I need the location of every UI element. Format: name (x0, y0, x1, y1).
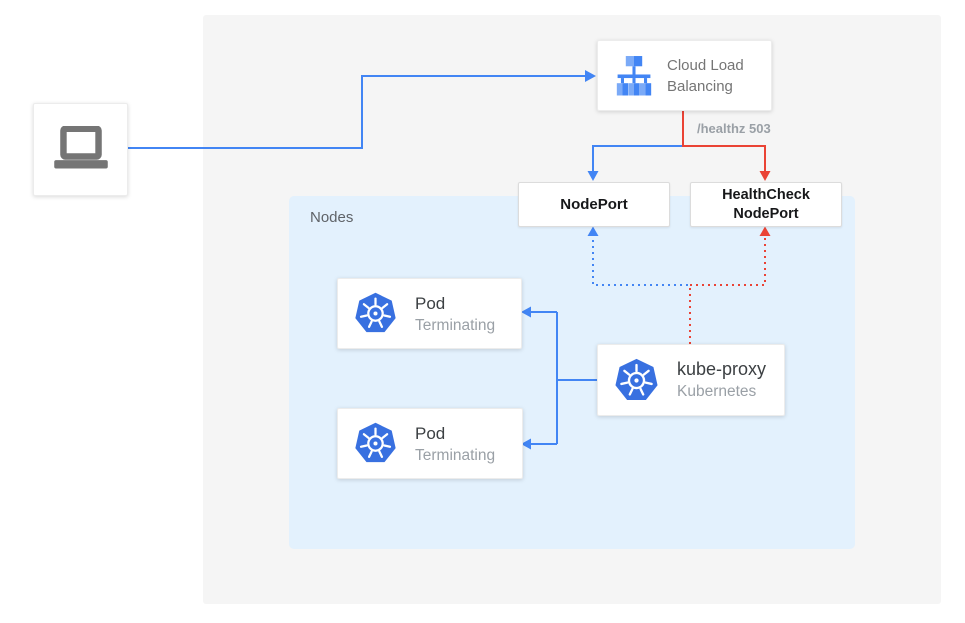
cloud-load-balancing-node: Cloud Load Balancing (597, 40, 772, 111)
nodes-group-label: Nodes (310, 209, 354, 226)
kube-proxy-title: kube-proxy (677, 359, 767, 379)
kubernetes-icon (354, 421, 397, 464)
laptop-icon (53, 125, 108, 168)
kubernetes-icon (614, 357, 659, 401)
healthcheck-label-line2: NodePort (733, 205, 799, 222)
pod-1-title: Pod (415, 293, 446, 313)
pod-1-status: Terminating (415, 316, 496, 334)
healthcheck-label-line1: HealthCheck (722, 186, 810, 203)
kube-proxy-subtitle: Kubernetes (677, 383, 757, 400)
kube-proxy-node: kube-proxy Kubernetes (597, 344, 785, 416)
load-balancer-icon (616, 56, 652, 96)
kubernetes-icon (354, 291, 397, 334)
healthz-503-label: /healthz 503 (697, 121, 771, 136)
client-laptop-node (33, 103, 128, 196)
clb-title: Cloud Load Balancing (667, 56, 744, 95)
healthcheck-nodeport-node: HealthCheck NodePort (690, 182, 842, 227)
pod-2-node: Pod Terminating (337, 408, 523, 479)
nodeport-label: NodePort (560, 196, 628, 213)
pod-1-node: Pod Terminating (337, 278, 522, 349)
pod-2-title: Pod (415, 423, 446, 443)
nodeport-node: NodePort (518, 182, 670, 227)
pod-2-status: Terminating (415, 446, 496, 464)
